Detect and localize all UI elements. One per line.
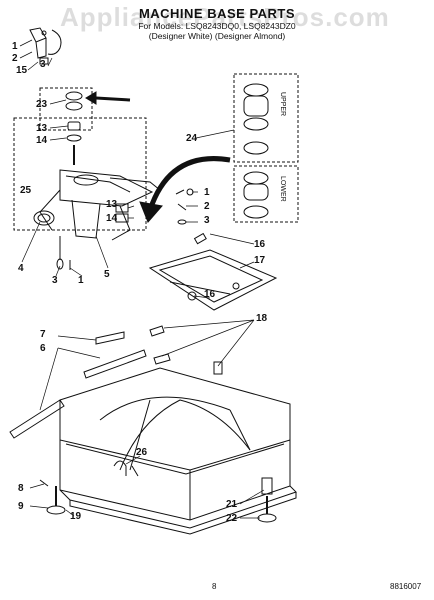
callout-24: 24 bbox=[186, 133, 198, 144]
callout-13: 13 bbox=[36, 123, 48, 134]
callout-6: 6 bbox=[40, 343, 46, 354]
callout-8: 8 bbox=[18, 483, 24, 494]
callout-13-lower: 13 bbox=[106, 199, 118, 210]
callout-21: 21 bbox=[226, 499, 238, 510]
page-title: MACHINE BASE PARTS bbox=[138, 6, 296, 21]
callout-1-right: 1 bbox=[204, 187, 210, 198]
upper-clamp-stack bbox=[65, 91, 83, 165]
curved-arrow bbox=[147, 156, 231, 211]
callout-14: 14 bbox=[36, 135, 48, 146]
callout-18: 18 bbox=[256, 313, 268, 324]
callout-1: 1 bbox=[12, 41, 18, 52]
callout-23: 23 bbox=[36, 99, 48, 110]
upper-label: UPPER bbox=[279, 92, 286, 117]
page-number: 8 bbox=[212, 582, 217, 591]
callout-4: 4 bbox=[18, 263, 24, 274]
callout-17: 17 bbox=[254, 255, 266, 266]
callout-2-right: 2 bbox=[204, 201, 210, 212]
callout-19: 19 bbox=[70, 511, 82, 522]
callout-14-lower: 14 bbox=[106, 213, 118, 224]
pointer-arrow bbox=[95, 96, 131, 102]
callout-7: 7 bbox=[40, 329, 46, 340]
callout-15: 15 bbox=[16, 65, 28, 76]
right-fasteners bbox=[175, 188, 194, 225]
callout-26: 26 bbox=[136, 447, 148, 458]
callout-2: 2 bbox=[12, 53, 18, 64]
top-clip-assembly bbox=[29, 27, 62, 65]
base-frame bbox=[59, 367, 297, 535]
callout-22: 22 bbox=[226, 513, 238, 524]
bearing-upper-stack bbox=[233, 73, 299, 163]
model-line: For Models: LSQ8243DQ0, LSQ8243DZ0 bbox=[138, 21, 296, 31]
callout-3-lower: 3 bbox=[52, 275, 58, 286]
callout-5: 5 bbox=[104, 269, 110, 280]
transmission-box bbox=[13, 87, 147, 231]
callout-3-right: 3 bbox=[204, 215, 210, 226]
callout-16: 16 bbox=[254, 239, 266, 250]
callout-3: 3 bbox=[40, 59, 46, 70]
callout-9: 9 bbox=[18, 501, 24, 512]
transmission-body bbox=[39, 169, 161, 241]
callout-25: 25 bbox=[20, 185, 32, 196]
part-code: 8816007 bbox=[390, 582, 422, 591]
color-line: (Designer White) (Designer Almond) bbox=[148, 31, 286, 41]
drive-frame bbox=[148, 232, 278, 311]
spring-clip bbox=[113, 460, 139, 477]
seal-ring bbox=[33, 210, 55, 226]
lower-label: LOWER bbox=[279, 176, 286, 202]
diagram-header: MACHINE BASE PARTS For Models: LSQ8243DQ… bbox=[0, 6, 434, 41]
leveling-foot-left bbox=[39, 479, 66, 515]
callout-1-lower: 1 bbox=[78, 275, 84, 286]
brace-parts bbox=[9, 325, 223, 439]
callout-16-lower: 16 bbox=[204, 289, 216, 300]
watermark-logo: AppliancePartsPros.com bbox=[60, 2, 390, 32]
leader-lines bbox=[19, 39, 265, 519]
bearing-lower-stack bbox=[233, 165, 299, 223]
